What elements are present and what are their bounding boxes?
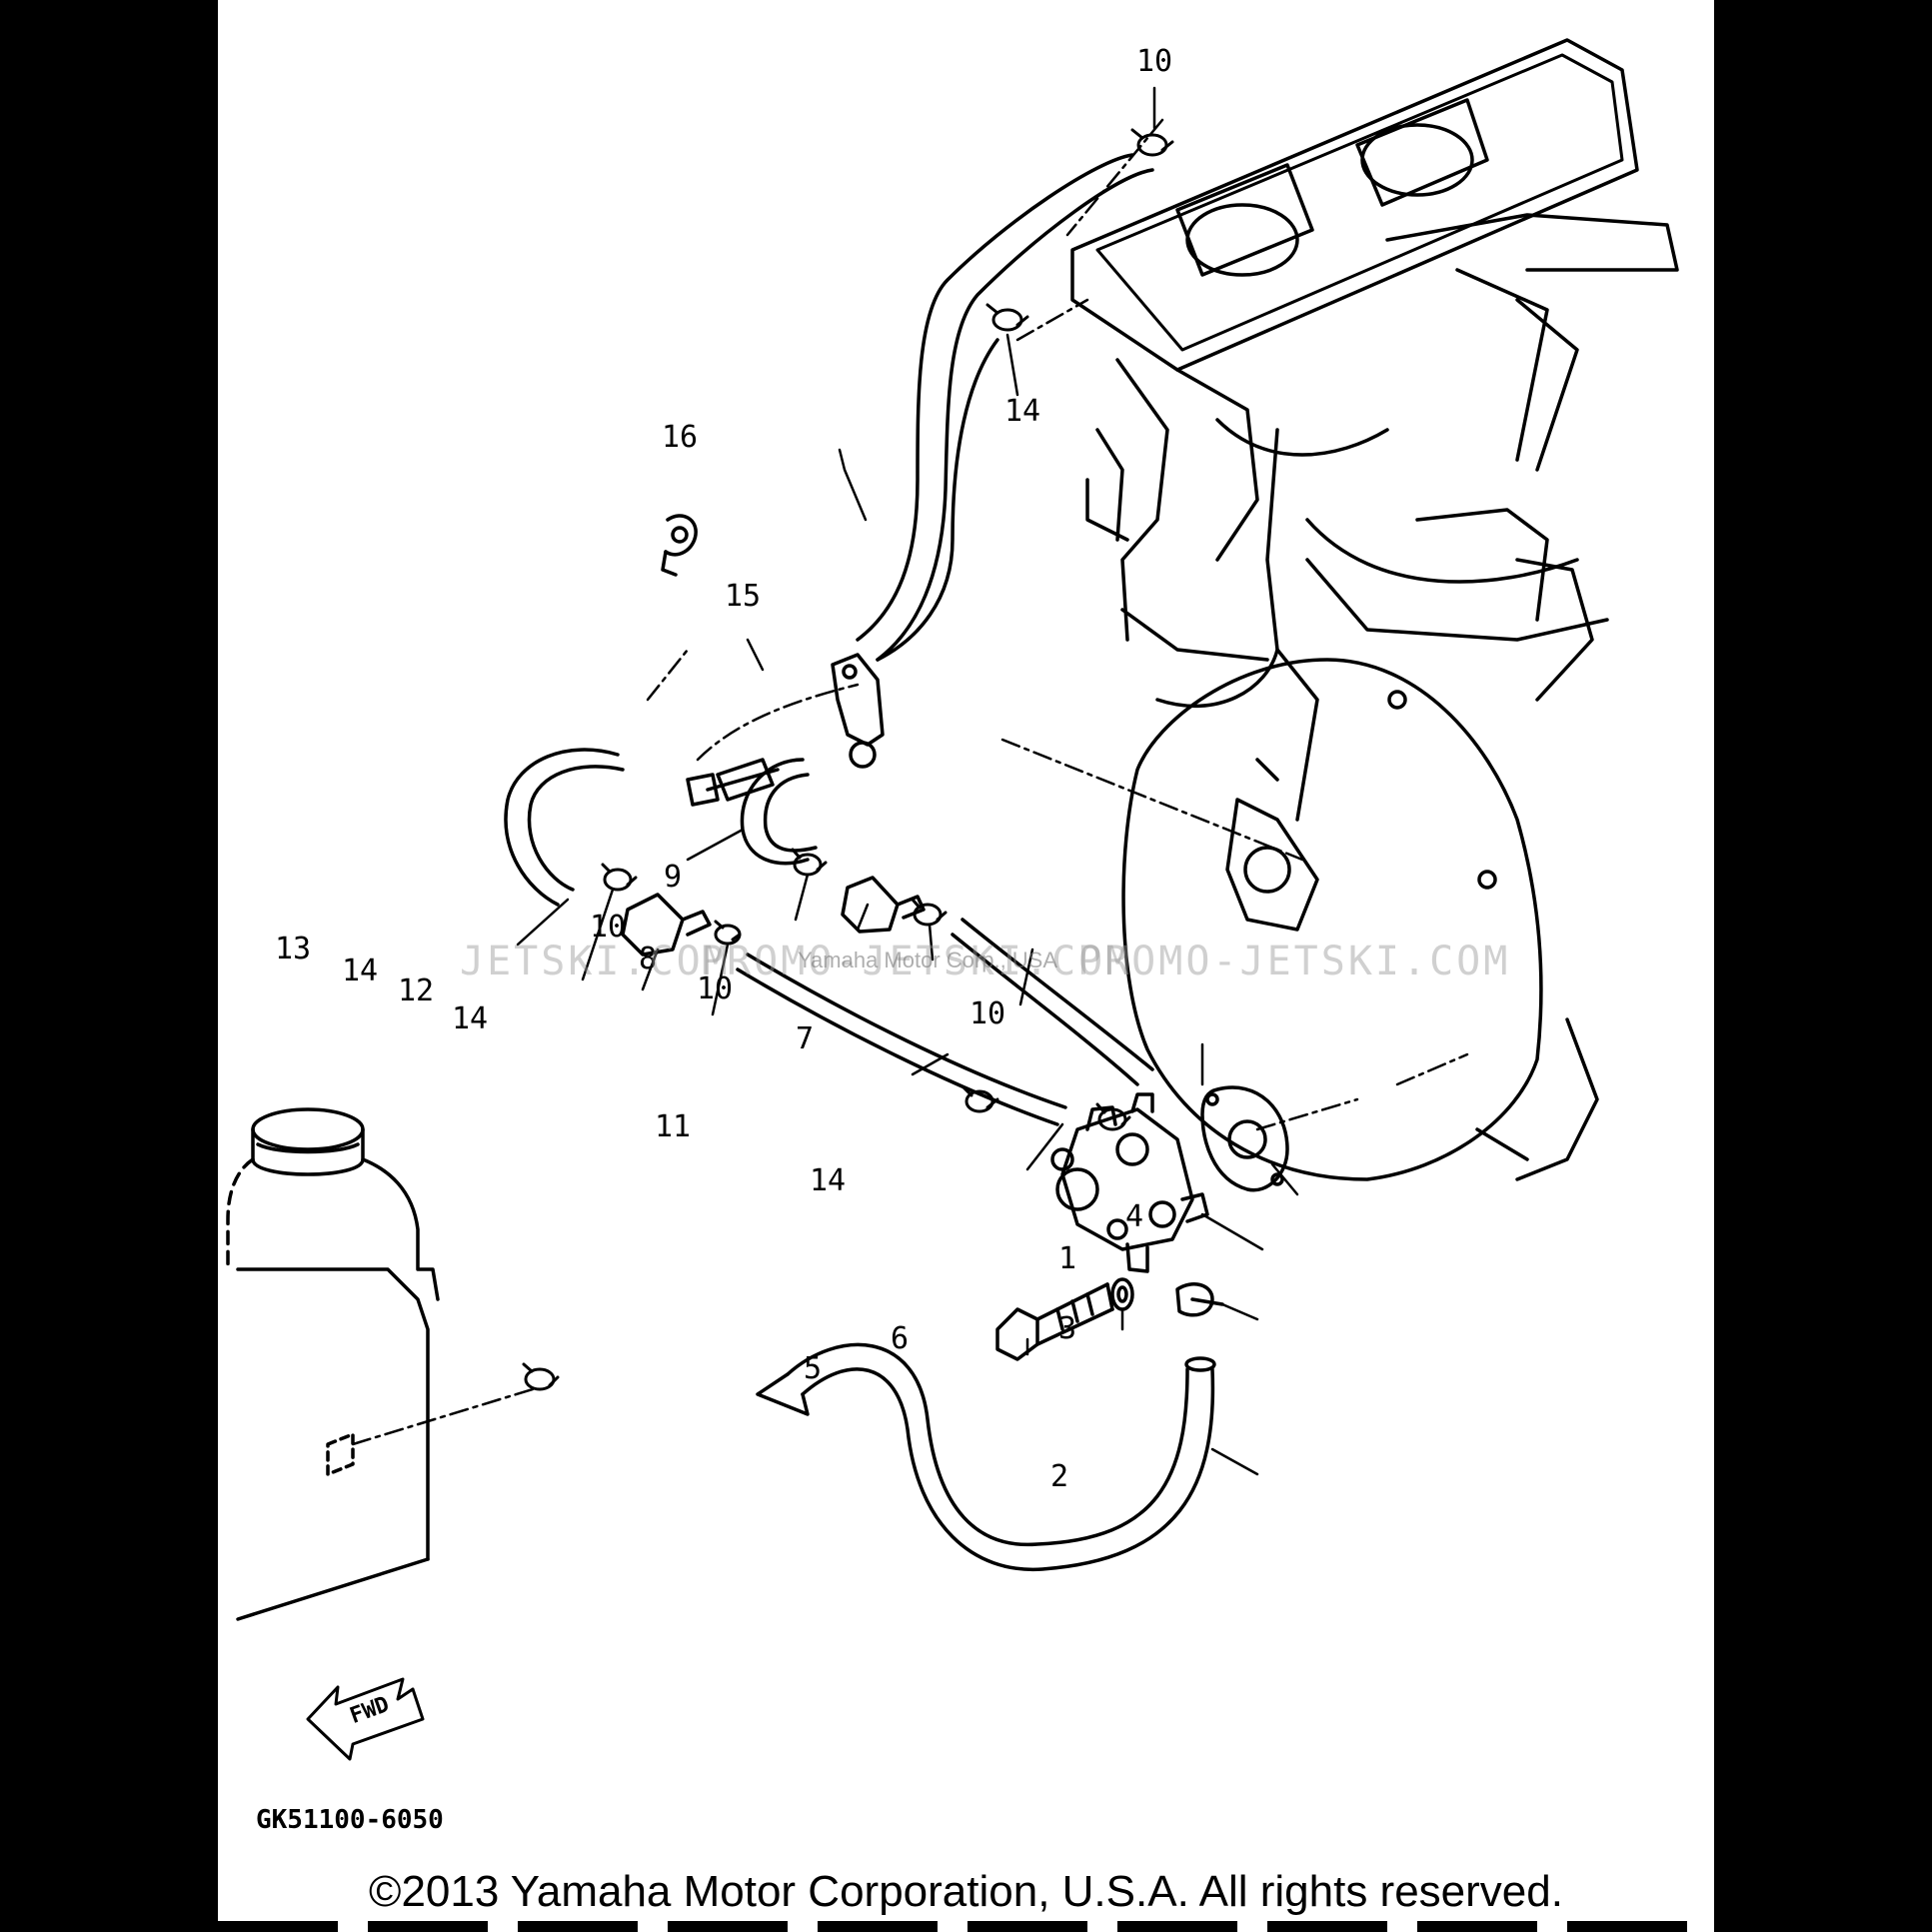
watermark-center: PROMO-JETSKI.COM <box>700 939 1133 984</box>
oil-tank-outline <box>226 1107 440 1621</box>
diagram-sheet: 10 14 16 15 9 13 14 12 14 10 8 10 7 10 1… <box>218 0 1714 1932</box>
callout-16: 16 <box>661 420 699 455</box>
watermark-left: JETSKI.COM <box>460 939 731 984</box>
bracket-15 <box>686 653 885 807</box>
drawing-code: GK51100-6050 <box>256 1805 444 1835</box>
callout-12: 12 <box>397 973 435 1008</box>
gasket-4 <box>1200 1085 1289 1192</box>
installation-leader-lines <box>351 118 1469 1446</box>
callout-10-top: 10 <box>1135 44 1173 79</box>
callout-10-left: 10 <box>589 910 627 945</box>
fwd-arrow <box>306 1677 425 1761</box>
exploded-parts-diagram <box>226 38 1679 1761</box>
copyright-notice: ©2013 Yamaha Motor Corporation, U.S.A. A… <box>369 1867 1563 1916</box>
callout-15: 15 <box>724 579 762 614</box>
callout-13: 13 <box>274 932 312 966</box>
watermark-right: PROMO-JETSKI.COM <box>1077 939 1511 984</box>
watermark-overlay: Yamaha Motor Corp., USA <box>798 948 1058 972</box>
callout-6: 6 <box>890 1321 910 1356</box>
callout-5: 5 <box>803 1351 823 1386</box>
callout-leader-lines <box>516 86 1299 1476</box>
callout-11: 11 <box>654 1109 692 1144</box>
callout-14-top: 14 <box>1003 394 1041 429</box>
callout-8: 8 <box>638 942 658 976</box>
engine-cover-outline <box>1121 658 1599 1181</box>
callout-14-low: 14 <box>809 1163 847 1198</box>
callout-14-left: 14 <box>341 954 379 988</box>
callout-14-mid: 14 <box>451 1001 489 1036</box>
oil-pump-1 <box>1050 1092 1209 1273</box>
callout-2: 2 <box>1049 1459 1069 1494</box>
bolt-5-washer-6-clamp-3 <box>995 1277 1224 1361</box>
bottom-strip <box>218 1921 1714 1932</box>
clip-16 <box>661 514 698 577</box>
callout-3: 3 <box>1057 1311 1077 1346</box>
hoses <box>504 153 1216 1572</box>
callout-9: 9 <box>663 860 683 895</box>
callout-7: 7 <box>795 1021 815 1056</box>
callout-1: 1 <box>1057 1241 1077 1276</box>
hose-clamps <box>522 128 1174 1391</box>
engine-block-outline <box>1070 38 1679 822</box>
callout-10-mid: 10 <box>696 971 734 1006</box>
callout-4: 4 <box>1124 1199 1144 1234</box>
callout-10-right: 10 <box>968 996 1006 1031</box>
